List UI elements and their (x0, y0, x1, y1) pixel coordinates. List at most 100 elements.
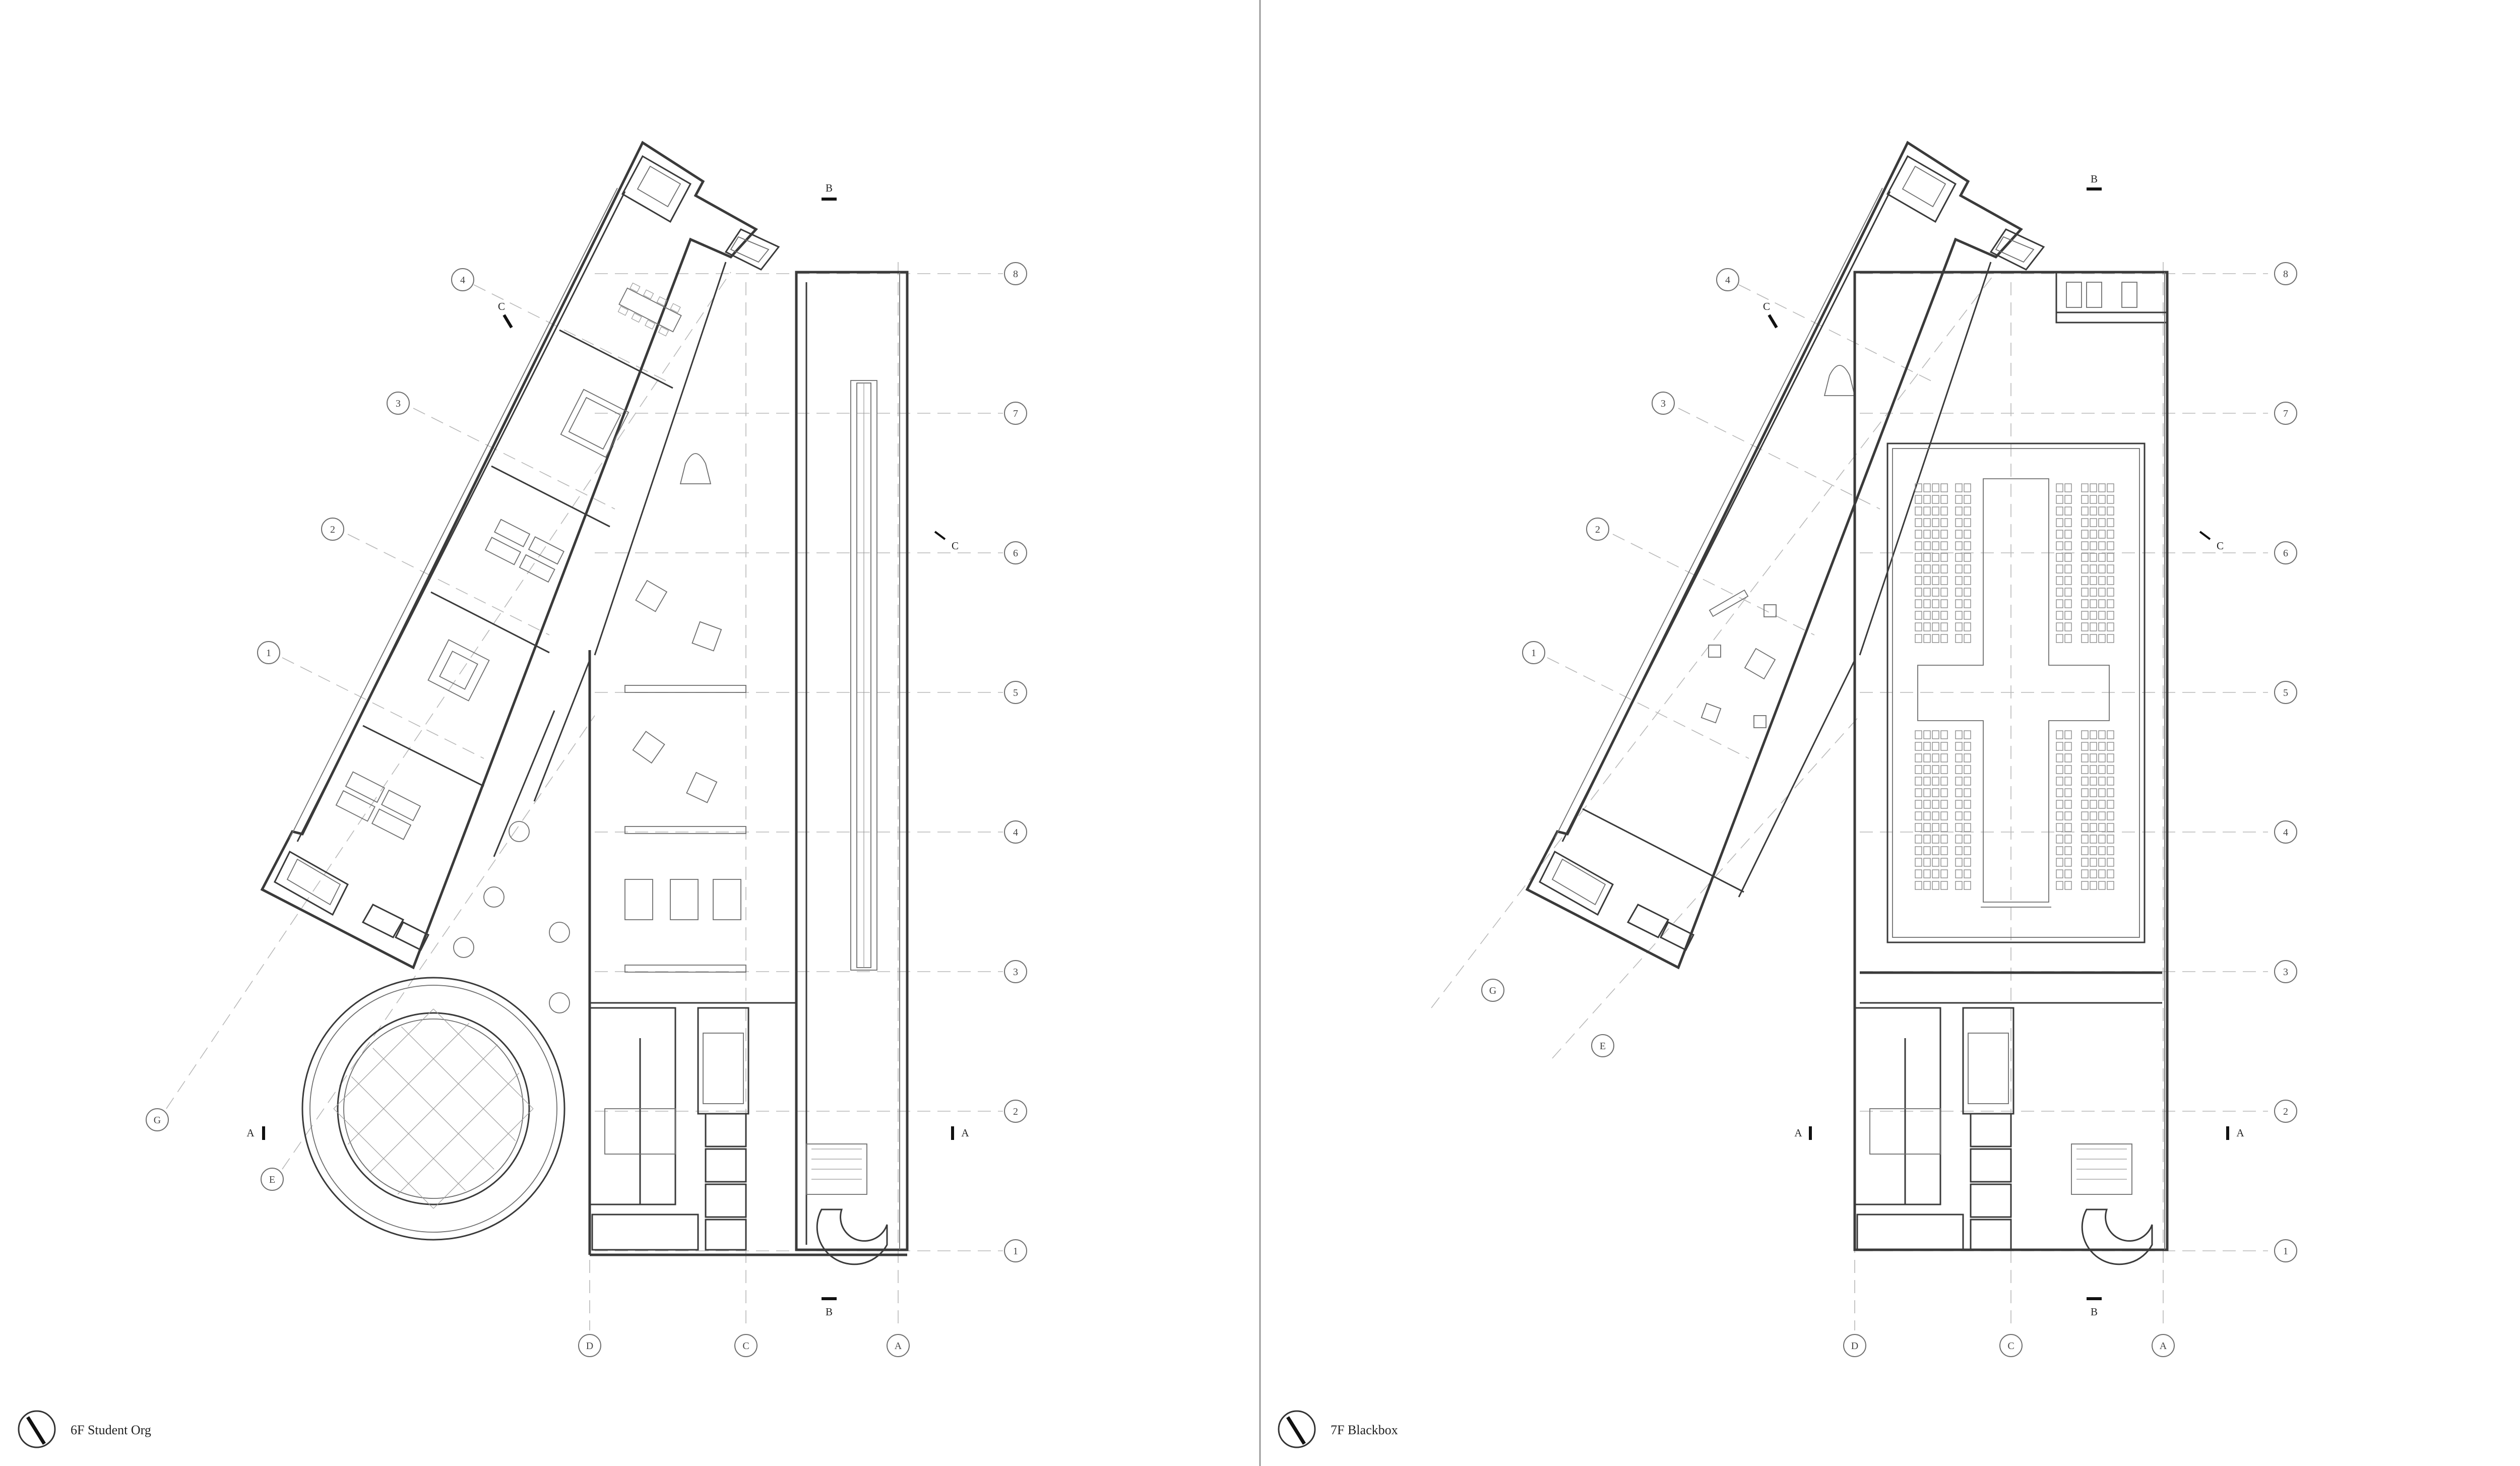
seat (1923, 858, 1931, 867)
seat (2081, 858, 2089, 867)
seat (2056, 564, 2063, 573)
grid-label-2: 2 (2283, 1106, 2288, 1117)
seat (2107, 599, 2114, 608)
seat (1932, 495, 1939, 504)
seat (1923, 553, 1931, 562)
main-block-walls (1853, 271, 2169, 1251)
lobby-furniture (1700, 365, 1856, 728)
seat (2081, 483, 2089, 492)
seat (2081, 777, 2089, 786)
seat (1932, 730, 1939, 739)
seat (2090, 588, 2097, 597)
seat (2090, 730, 2097, 739)
blackbox-theater (1886, 442, 2146, 943)
theater-seating (1915, 483, 2114, 890)
grid-lines-angled (1431, 272, 1996, 1059)
seat (1932, 541, 1939, 550)
grid-bubbles-cols: D C A (1843, 1334, 2175, 1357)
seat (1955, 599, 1963, 608)
seat (1955, 858, 1963, 867)
seat (1932, 588, 1939, 597)
seat (1940, 823, 1948, 832)
seat (2098, 730, 2106, 739)
sheet-title: 7F Blackbox (1331, 1423, 1398, 1437)
seat (2098, 518, 2106, 527)
seat (2107, 576, 2114, 585)
seat (2107, 553, 2114, 562)
seat (1955, 576, 1963, 585)
seat (1964, 599, 1971, 608)
main-block-walls (588, 271, 909, 1256)
seat (2056, 858, 2063, 867)
section-markers: B B A A C C (246, 182, 969, 1318)
seat (2090, 823, 2097, 832)
grid-label-c: C (742, 1341, 749, 1352)
seat (1955, 846, 1963, 855)
wing-room-dividers (362, 329, 673, 787)
seat (1964, 730, 1971, 739)
seat (1964, 553, 1971, 562)
seat (1940, 564, 1948, 573)
seat (2107, 530, 2114, 539)
seat (2056, 777, 2063, 786)
grid-label-8: 8 (2283, 269, 2288, 280)
seat (2090, 811, 2097, 820)
seat (2090, 576, 2097, 585)
sheet-6f-student-org: 8 7 6 5 4 3 2 1 D C A 4 3 2 1 G E B B (18, 141, 1027, 1448)
seat (2081, 753, 2089, 762)
section-markers: B B A A C C (1763, 173, 2244, 1318)
seat (1923, 564, 1931, 573)
seat (1964, 881, 1971, 890)
section-mark-b-bottom: B (826, 1306, 833, 1318)
grid-label-4: 4 (2283, 827, 2288, 838)
grid-label-angled-2: 2 (330, 524, 335, 535)
seat (2056, 835, 2063, 844)
seat (1915, 765, 1922, 774)
wing-furniture (335, 282, 682, 840)
grid-label-e: E (1600, 1041, 1606, 1052)
seat (2056, 753, 2063, 762)
seat (2107, 869, 2114, 878)
seat (1923, 483, 1931, 492)
grid-label-e: E (269, 1174, 275, 1185)
seat (1923, 611, 1931, 620)
seat (2081, 730, 2089, 739)
seat (2098, 765, 2106, 774)
seat (2098, 869, 2106, 878)
section-mark-c-right: C (952, 540, 959, 552)
seat (2056, 634, 2063, 643)
section-mark-a-right: A (961, 1127, 969, 1139)
seat (2081, 541, 2089, 550)
seat (1923, 518, 1931, 527)
seat (1940, 530, 1948, 539)
grid-label-angled-3: 3 (396, 398, 401, 409)
angled-wing-walls (260, 141, 758, 970)
seat (1964, 869, 1971, 878)
seat (1923, 730, 1931, 739)
seat (2064, 599, 2072, 608)
seat (1915, 495, 1922, 504)
seat (2090, 553, 2097, 562)
seat (2107, 634, 2114, 643)
stair-core-top (1886, 155, 2045, 271)
seat (2064, 518, 2072, 527)
seat (2081, 811, 2089, 820)
seat (1915, 846, 1922, 855)
seat (2090, 846, 2097, 855)
seat (2090, 634, 2097, 643)
seat (2098, 823, 2106, 832)
stair-core-bottom (1539, 850, 1695, 951)
seat (1915, 506, 1922, 516)
seat (2090, 858, 2097, 867)
seat (1964, 858, 1971, 867)
seat (2056, 611, 2063, 620)
seat (2064, 530, 2072, 539)
seat (1915, 823, 1922, 832)
seat (1932, 788, 1939, 797)
seat (2098, 753, 2106, 762)
sheet-7f-blackbox: 8 7 6 5 4 3 2 1 D C A 4 3 2 1 G E B B (1278, 141, 2297, 1448)
seat (1915, 530, 1922, 539)
seat (1955, 835, 1963, 844)
seat (1964, 777, 1971, 786)
sheet-title-block: 6F Student Org (18, 1410, 151, 1448)
